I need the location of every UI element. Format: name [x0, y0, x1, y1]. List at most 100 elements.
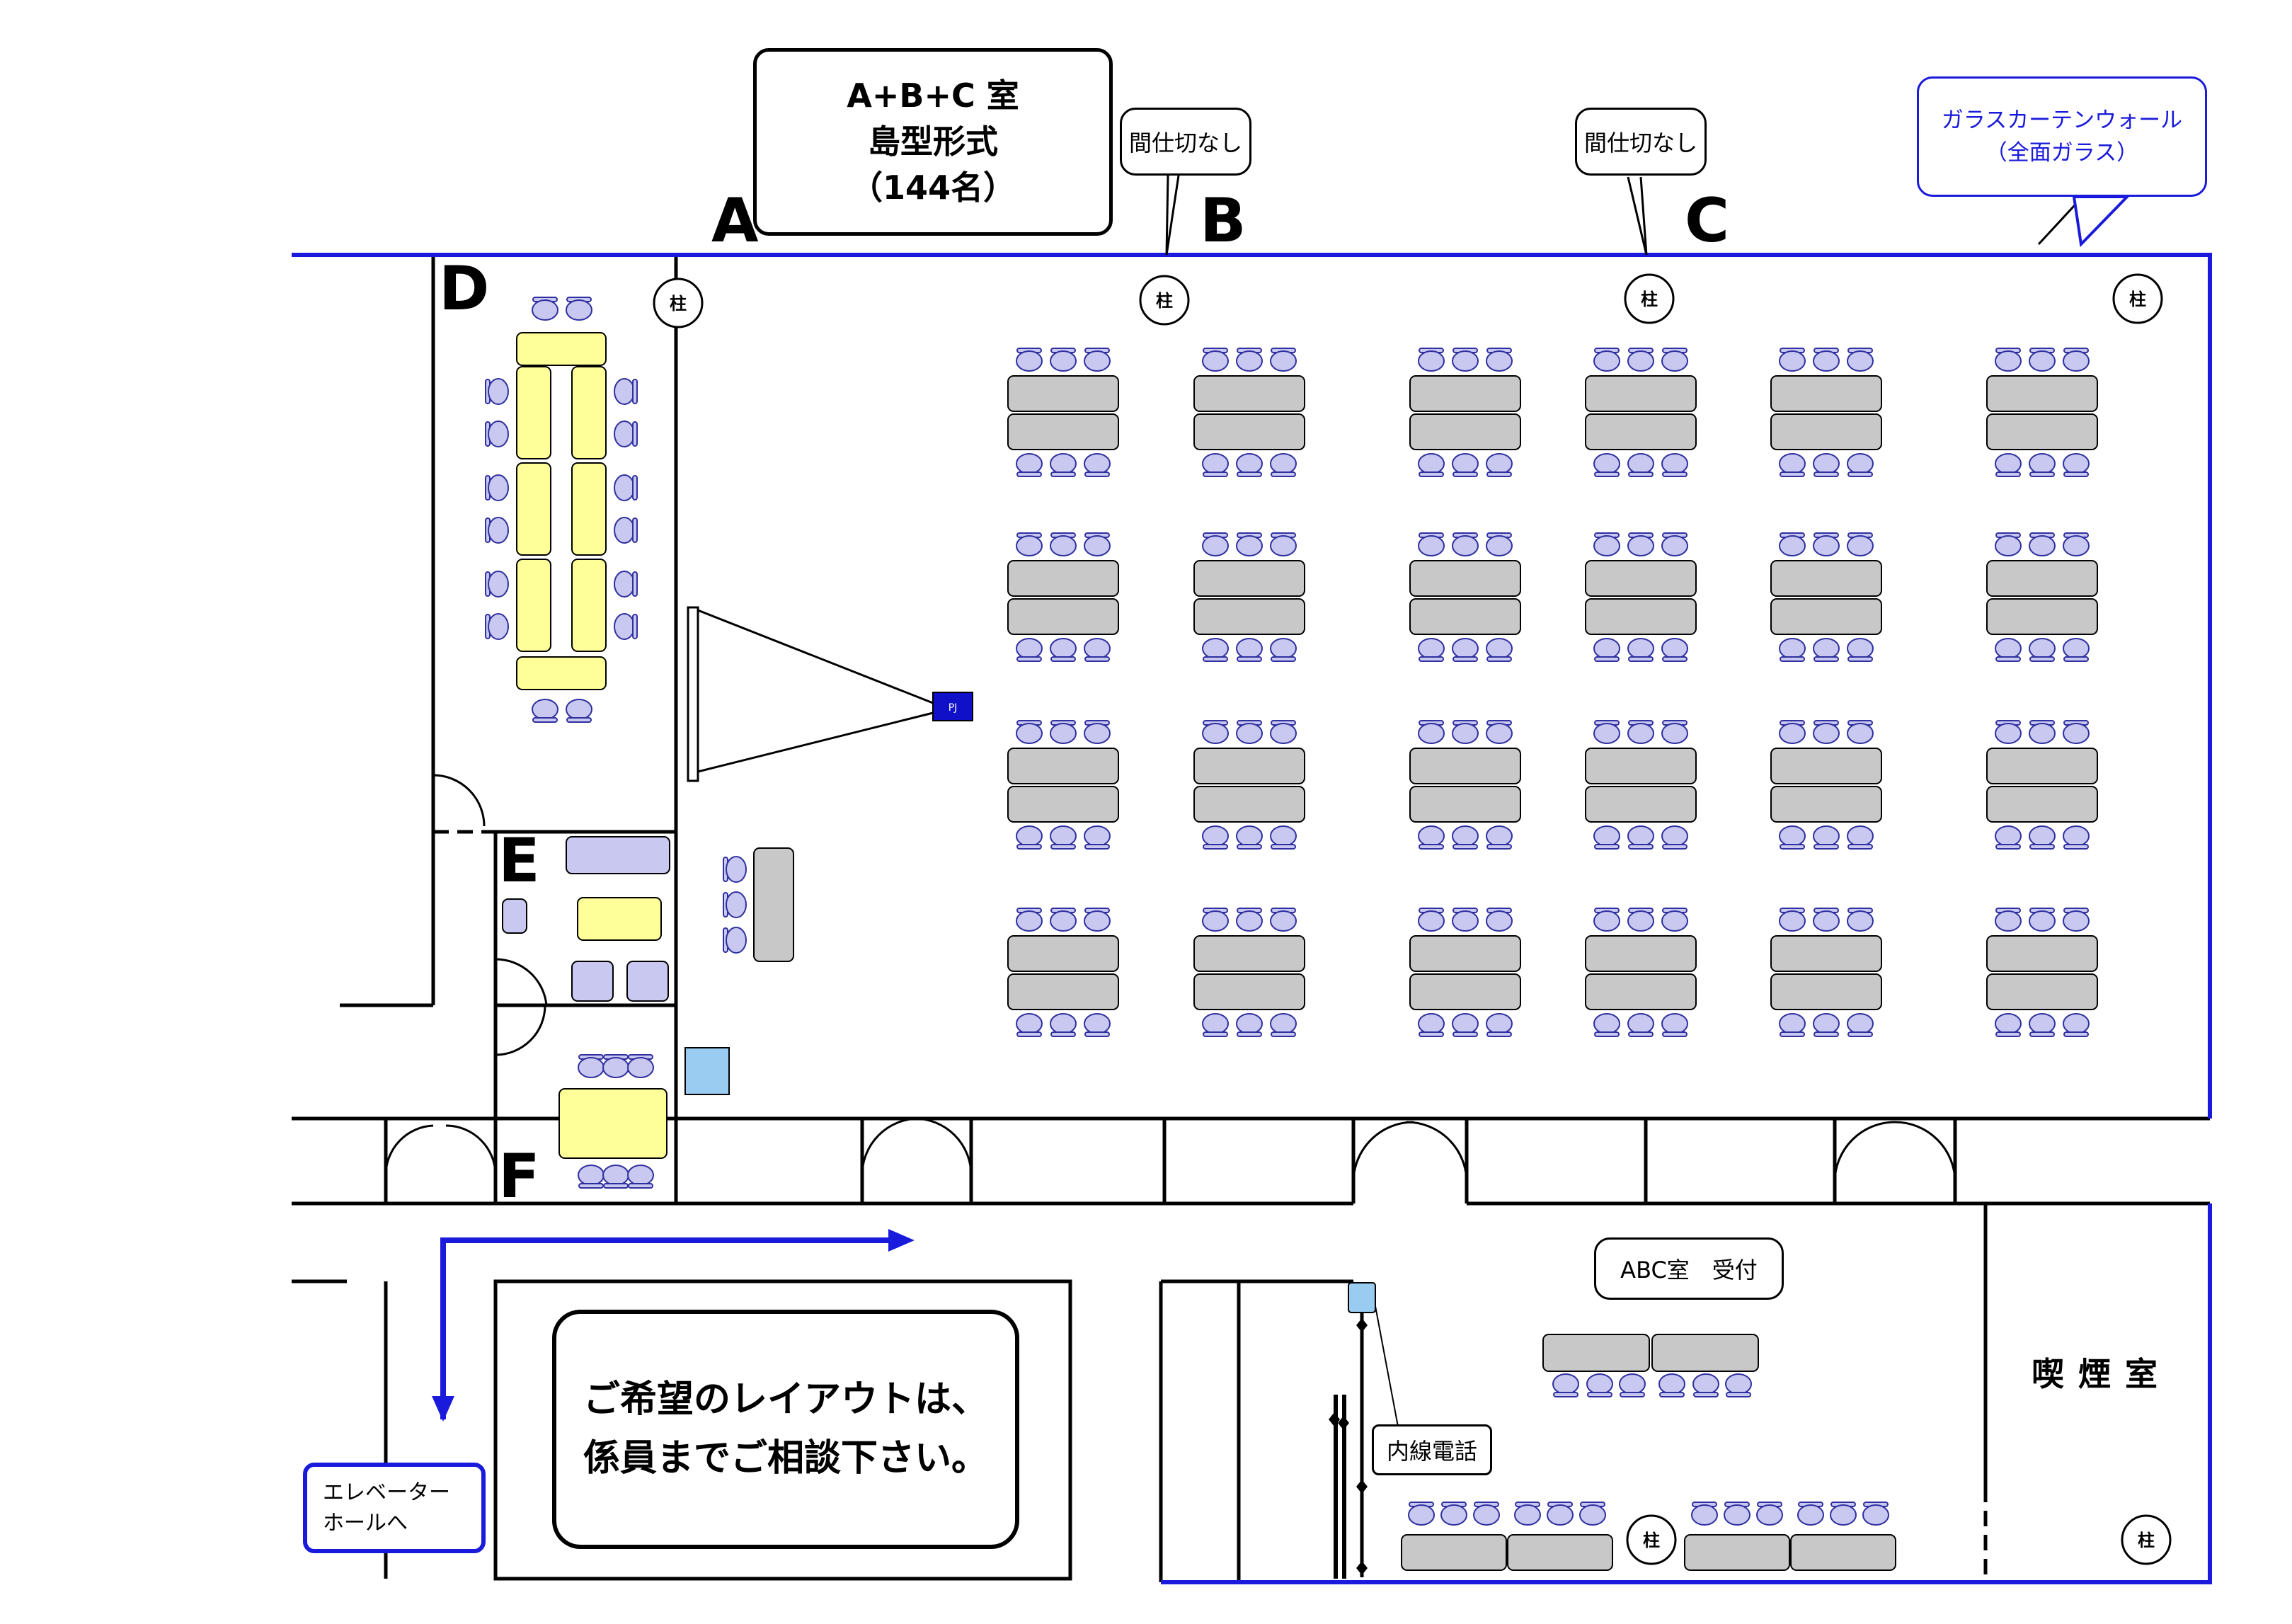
table [516, 462, 551, 556]
table [1409, 375, 1521, 412]
elevator-arrow [432, 1229, 915, 1422]
chair-icon [1593, 348, 1620, 372]
island-group [1986, 532, 2098, 662]
island-group [1770, 532, 1882, 662]
chair-icon [1779, 720, 1806, 744]
chair-icon [1084, 348, 1111, 372]
reception-callout: ABC室 受付 [1594, 1237, 1784, 1300]
room-title-callout: A+B+C 室 島型形式 （144名） [753, 48, 1113, 236]
capacity: （144名） [849, 168, 1016, 207]
island-group [1770, 908, 1882, 1037]
chair-icon [566, 297, 592, 321]
chair-icon [1627, 348, 1654, 372]
room-title: A+B+C 室 [847, 76, 1019, 115]
table [1401, 1534, 1507, 1571]
chair-icon [1813, 532, 1840, 556]
chair-icon [1813, 720, 1840, 744]
chair-icon [1813, 453, 1840, 477]
island-tables [1007, 348, 2098, 1037]
chair-icon [614, 517, 638, 544]
chair-icon [1486, 532, 1513, 556]
chair-icon [1270, 532, 1297, 556]
chair-icon [1547, 1502, 1574, 1526]
chair-icon [1862, 1502, 1889, 1526]
partition-note-ab: 間仕切なし [1120, 108, 1251, 176]
chair-icon [1473, 1502, 1500, 1526]
chair-icon [485, 613, 509, 640]
chair-icon [1756, 1502, 1783, 1526]
island-group [1409, 532, 1521, 662]
chair-icon [1586, 1373, 1613, 1397]
table [1193, 375, 1305, 412]
table [1684, 1534, 1790, 1571]
island-group [1193, 908, 1305, 1037]
chair-icon [1236, 453, 1263, 477]
table [1770, 413, 1882, 450]
island-group [1007, 908, 1119, 1037]
table [1770, 935, 1882, 972]
table [516, 656, 607, 690]
table [1193, 413, 1305, 450]
walls [292, 255, 2212, 1582]
chair-icon [1847, 720, 1874, 744]
elevator-note-line2: ホールへ [323, 1511, 408, 1536]
table [571, 462, 607, 556]
chair-icon [1270, 453, 1297, 477]
table [1409, 786, 1521, 823]
chair-icon [2029, 453, 2056, 477]
pillar-label: 柱 [1643, 1531, 1660, 1550]
chair-icon [1084, 908, 1111, 932]
chair-icon [1725, 1373, 1752, 1397]
chair-icon [1593, 908, 1620, 932]
chair-icon [1486, 348, 1513, 372]
table [1007, 598, 1119, 635]
chair-icon [1418, 1013, 1445, 1037]
chair-icon [1452, 453, 1479, 477]
chair-icon [1418, 532, 1445, 556]
chair-icon [1995, 348, 2022, 372]
chair-icon [1016, 453, 1043, 477]
table [1193, 935, 1305, 972]
table [1585, 375, 1697, 412]
chair-icon [2029, 532, 2056, 556]
table [1585, 786, 1697, 823]
table [577, 897, 662, 941]
table [1585, 748, 1697, 784]
projector-icon: PJ [932, 692, 973, 721]
island-group [1409, 908, 1521, 1037]
partition-note-bc: 間仕切なし [1575, 108, 1707, 176]
chair-icon [1627, 825, 1654, 850]
island-group [1007, 532, 1119, 662]
chair-icon [1813, 1013, 1840, 1037]
chair-icon [1847, 348, 1874, 372]
chair-icon [1016, 720, 1043, 744]
island-group [1409, 720, 1521, 850]
chair-icon [1202, 453, 1229, 477]
chair-icon [1661, 453, 1688, 477]
chair-icon [578, 1165, 604, 1189]
room-d-tables [485, 297, 638, 723]
pillar-label: 柱 [670, 294, 687, 314]
table [1986, 973, 2098, 1010]
table [1007, 973, 1119, 1010]
table [1507, 1534, 1613, 1571]
chair-icon [1408, 1502, 1435, 1526]
chair-icon [1995, 825, 2022, 850]
chair-icon [1658, 1373, 1685, 1397]
chair-icon [1236, 825, 1263, 850]
island-group [1007, 348, 1119, 477]
chair-icon [1016, 532, 1043, 556]
chair-icon [1514, 1502, 1541, 1526]
table [571, 366, 607, 459]
chair-icon [1627, 453, 1654, 477]
chair-icon [1593, 453, 1620, 477]
chair-icon [1236, 908, 1263, 932]
table [1770, 375, 1882, 412]
chair-icon [1779, 348, 1806, 372]
chair-icon [1084, 453, 1111, 477]
chair-icon [1452, 1013, 1479, 1037]
chair-icon [485, 378, 509, 405]
chair-icon [614, 474, 638, 501]
svg-text:PJ: PJ [949, 702, 958, 714]
table [1007, 413, 1119, 450]
